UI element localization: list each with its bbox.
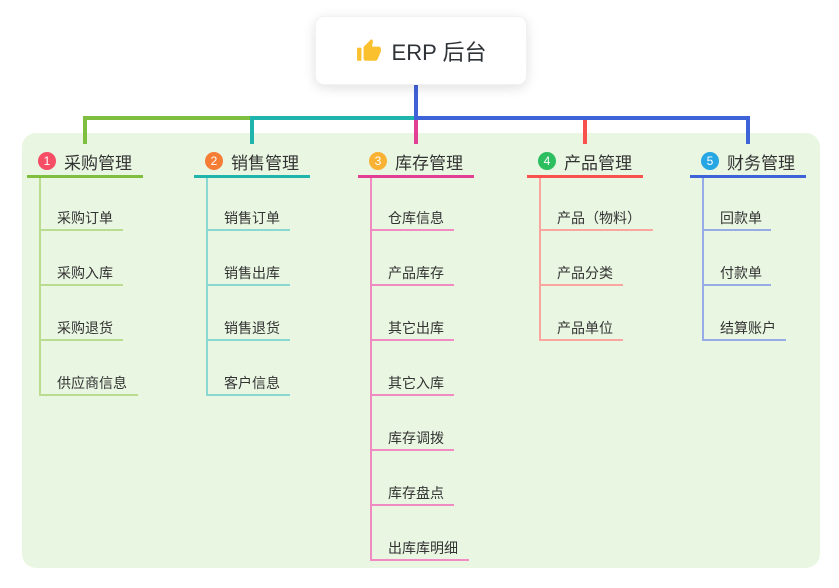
child-underline <box>539 229 653 231</box>
branch-underline <box>194 175 310 178</box>
child-underline <box>206 339 290 341</box>
branch-node-4[interactable]: 4 产品管理 <box>538 147 632 175</box>
child-underline <box>702 284 771 286</box>
child-node[interactable]: 仓库信息 <box>388 210 444 226</box>
trunk-segment <box>414 116 750 120</box>
branch-number-badge: 3 <box>369 152 387 170</box>
child-node[interactable]: 其它出库 <box>388 320 444 336</box>
child-spine <box>370 178 372 561</box>
branch-underline <box>690 175 806 178</box>
child-underline <box>370 339 454 341</box>
root-connector-line <box>414 83 418 120</box>
branch-label: 库存管理 <box>395 153 463 173</box>
child-node[interactable]: 销售订单 <box>224 210 280 226</box>
child-underline <box>370 449 454 451</box>
child-underline <box>539 339 623 341</box>
child-node[interactable]: 销售退货 <box>224 320 280 336</box>
child-node[interactable]: 回款单 <box>720 210 762 226</box>
branch-label: 采购管理 <box>64 153 132 173</box>
child-underline <box>370 504 454 506</box>
child-underline <box>206 229 290 231</box>
child-underline <box>39 339 123 341</box>
child-spine <box>206 178 208 396</box>
branch-label: 财务管理 <box>727 153 795 173</box>
child-underline <box>39 229 123 231</box>
branch-number-badge: 5 <box>701 152 719 170</box>
trunk-segment <box>250 116 416 120</box>
child-node[interactable]: 客户信息 <box>224 375 280 391</box>
child-spine <box>702 178 704 341</box>
child-node[interactable]: 其它入库 <box>388 375 444 391</box>
branch-number-badge: 4 <box>538 152 556 170</box>
thumbs-up-icon <box>356 38 382 64</box>
branches-panel <box>22 133 820 568</box>
branch-drop-line <box>583 116 587 144</box>
branch-drop-line <box>746 116 750 144</box>
branch-label: 销售管理 <box>231 153 299 173</box>
child-node[interactable]: 销售出库 <box>224 265 280 281</box>
child-node[interactable]: 产品（物料） <box>557 210 641 226</box>
child-underline <box>702 229 771 231</box>
child-underline <box>206 284 290 286</box>
child-node[interactable]: 采购订单 <box>57 210 113 226</box>
child-underline <box>370 284 454 286</box>
branch-underline <box>27 175 143 178</box>
child-node[interactable]: 采购入库 <box>57 265 113 281</box>
trunk-segment <box>83 116 250 120</box>
child-node[interactable]: 产品库存 <box>388 265 444 281</box>
branch-drop-line <box>250 116 254 144</box>
branch-drop-line <box>414 116 418 144</box>
child-node[interactable]: 供应商信息 <box>57 375 127 391</box>
branch-underline <box>358 175 474 178</box>
child-underline <box>370 559 469 561</box>
root-label: ERP 后台 <box>391 39 487 65</box>
child-underline <box>39 284 123 286</box>
branch-number-badge: 1 <box>38 152 56 170</box>
child-node[interactable]: 产品单位 <box>557 320 613 336</box>
branch-label: 产品管理 <box>564 153 632 173</box>
child-node[interactable]: 库存调拨 <box>388 430 444 446</box>
child-underline <box>206 394 290 396</box>
child-underline <box>370 229 454 231</box>
child-spine <box>39 178 41 396</box>
branch-node-5[interactable]: 5 财务管理 <box>701 147 795 175</box>
child-underline <box>539 284 623 286</box>
branch-number-badge: 2 <box>205 152 223 170</box>
child-underline <box>370 394 454 396</box>
branch-node-1[interactable]: 1 采购管理 <box>38 147 132 175</box>
child-node[interactable]: 结算账户 <box>720 320 776 336</box>
child-node[interactable]: 出库库明细 <box>388 540 458 556</box>
child-node[interactable]: 付款单 <box>720 265 762 281</box>
root-node[interactable]: ERP 后台 <box>315 16 527 85</box>
branch-node-2[interactable]: 2 销售管理 <box>205 147 299 175</box>
child-node[interactable]: 库存盘点 <box>388 485 444 501</box>
child-underline <box>702 339 786 341</box>
child-underline <box>39 394 138 396</box>
child-node[interactable]: 采购退货 <box>57 320 113 336</box>
branch-drop-line <box>83 116 87 144</box>
branch-node-3[interactable]: 3 库存管理 <box>369 147 463 175</box>
branch-underline <box>527 175 643 178</box>
child-node[interactable]: 产品分类 <box>557 265 613 281</box>
child-spine <box>539 178 541 341</box>
